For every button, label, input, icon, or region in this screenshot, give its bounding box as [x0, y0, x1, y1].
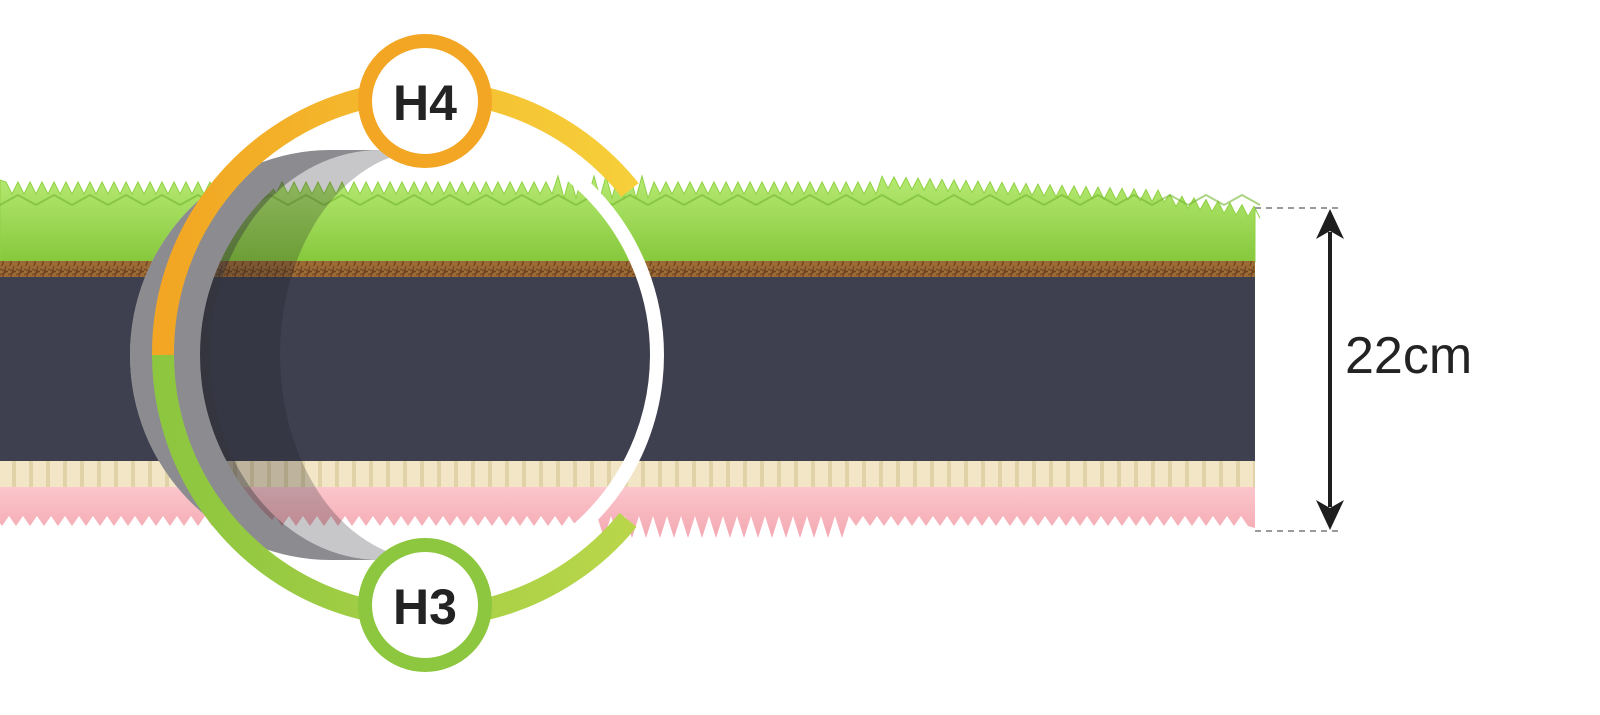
foam-ridge — [683, 193, 721, 206]
top-foam-layer — [0, 174, 1261, 263]
foam-ridge — [71, 193, 109, 206]
foam-ridge — [431, 193, 469, 206]
bottom-firmness-arc — [152, 354, 637, 628]
arrow-up-icon — [1316, 209, 1344, 239]
foam-ridge — [35, 193, 73, 206]
foam-ridge — [1115, 193, 1153, 206]
foam-ridge — [395, 193, 433, 206]
foam-ridge — [1223, 193, 1261, 206]
foam-ridge — [1079, 193, 1117, 206]
foam-ridge — [899, 193, 937, 206]
foam-ridge — [755, 193, 793, 206]
foam-ridge — [827, 193, 865, 206]
firmness-top-label: H4 — [393, 75, 457, 131]
foam-ridge — [935, 193, 973, 206]
foam-ridge — [1007, 193, 1045, 206]
foam-ridge — [467, 193, 505, 206]
foam-ridge — [503, 193, 541, 206]
foam-ridge — [1043, 193, 1081, 206]
foam-ridge — [647, 193, 685, 206]
firmness-badge-top: H4 — [358, 34, 492, 168]
foam-ridge — [0, 193, 37, 206]
bottom-foam-layer — [0, 487, 1255, 538]
foam-ridge — [323, 193, 361, 206]
foam-ridge — [791, 193, 829, 206]
foam-ridge — [107, 193, 145, 206]
top-firmness-arc — [151, 80, 639, 356]
firmness-ring — [151, 80, 639, 628]
foam-ridge — [143, 193, 181, 206]
height-label: 22cm — [1345, 327, 1472, 385]
firmness-badge-bottom: H3 — [358, 538, 492, 672]
foam-ridge — [287, 193, 325, 206]
foam-ridge — [359, 193, 397, 206]
foam-ridge — [539, 193, 577, 206]
coconut-fiber-layer — [0, 261, 1255, 277]
foam-ridge — [1187, 193, 1225, 206]
arrow-down-icon — [1316, 500, 1344, 530]
foam-ridge — [719, 193, 757, 206]
foam-ridge — [1151, 193, 1189, 206]
foam-ridge — [863, 193, 901, 206]
height-dimension: 22cm — [1255, 207, 1472, 532]
foam-ridge — [611, 193, 649, 206]
foam-ridge — [971, 193, 1009, 206]
firmness-bottom-label: H3 — [393, 579, 457, 635]
